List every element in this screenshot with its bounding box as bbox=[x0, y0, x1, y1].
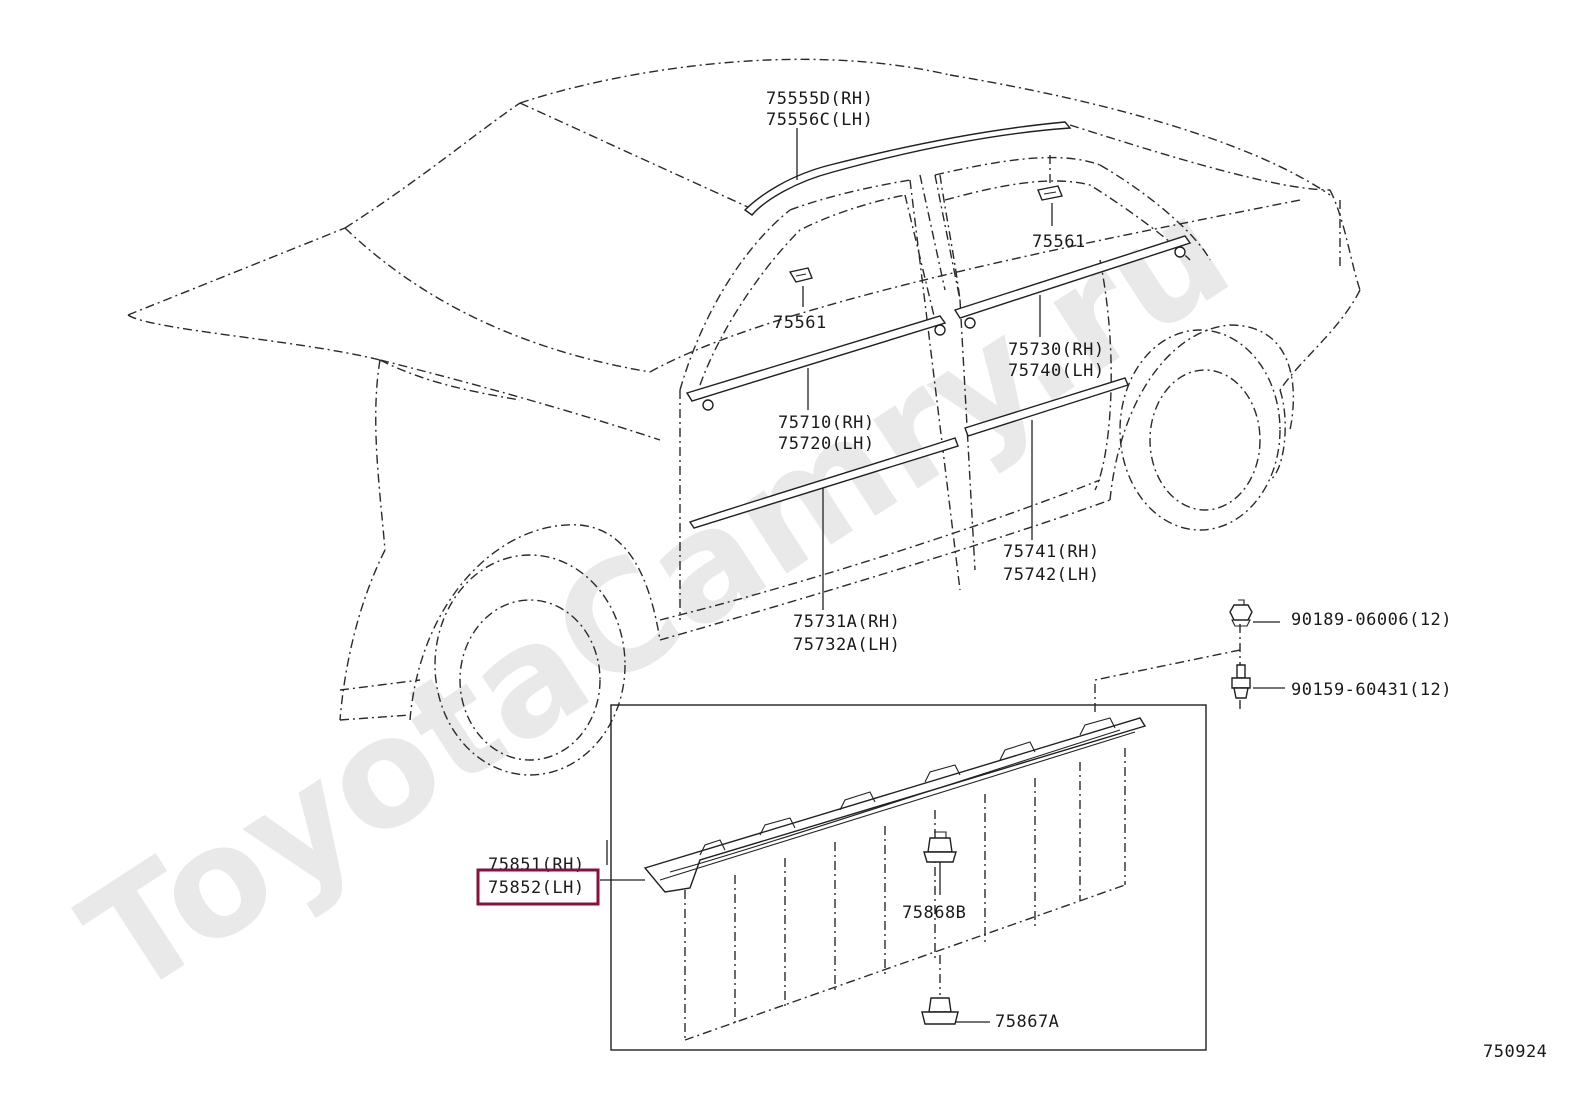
label-75555d-rh: 75555D(RH) bbox=[766, 89, 873, 109]
rear-belt-molding bbox=[953, 235, 1192, 319]
label-75868b: 75868B bbox=[902, 903, 966, 923]
clip-75867a-icon bbox=[921, 997, 959, 1025]
label-75852-lh: 75852(LH) bbox=[488, 878, 585, 898]
car-body-outline bbox=[127, 58, 1361, 776]
label-75851-rh: 75851(RH) bbox=[488, 855, 585, 875]
front-door-side-molding bbox=[688, 437, 959, 529]
clip-75561-rear-icon bbox=[1037, 185, 1063, 201]
rocker-panel-detail-box bbox=[610, 704, 1207, 1051]
leader-lines bbox=[600, 128, 1285, 1023]
clip-75868b-icon bbox=[923, 831, 957, 863]
label-75742-lh: 75742(LH) bbox=[1003, 565, 1100, 585]
watermark: ToyotaCamry.ru bbox=[55, 164, 1259, 1030]
label-75731a-rh: 75731A(RH) bbox=[793, 612, 900, 632]
label-75730-rh: 75730(RH) bbox=[1008, 340, 1105, 360]
label-75720-lh: 75720(LH) bbox=[778, 434, 875, 454]
label-75710-rh: 75710(RH) bbox=[778, 413, 875, 433]
molding-clips bbox=[702, 246, 1186, 411]
clip-guides bbox=[684, 748, 1126, 1041]
label-75732a-lh: 75732A(LH) bbox=[793, 635, 900, 655]
clip-90189-icon bbox=[1229, 599, 1253, 627]
rocker-panel-molding bbox=[643, 717, 1147, 893]
label-75556c-lh: 75556C(LH) bbox=[766, 110, 873, 130]
label-75561-rear: 75561 bbox=[1032, 232, 1086, 252]
label-75867a: 75867A bbox=[995, 1012, 1059, 1032]
rear-door-side-molding bbox=[964, 377, 1129, 437]
roof-drip-molding bbox=[743, 121, 1072, 216]
selected-part-highlight bbox=[476, 868, 600, 906]
clip-75561-front-icon bbox=[788, 267, 813, 283]
front-belt-molding bbox=[685, 315, 947, 402]
label-75561-front: 75561 bbox=[773, 313, 827, 333]
label-75741-rh: 75741(RH) bbox=[1003, 542, 1100, 562]
label-90159-60431: 90159-60431(12) bbox=[1291, 680, 1452, 700]
label-90189-06006: 90189-06006(12) bbox=[1291, 610, 1452, 630]
screw-90159-icon bbox=[1231, 664, 1251, 699]
label-75740-lh: 75740(LH) bbox=[1008, 361, 1105, 381]
diagram-code: 750924 bbox=[1483, 1042, 1547, 1062]
